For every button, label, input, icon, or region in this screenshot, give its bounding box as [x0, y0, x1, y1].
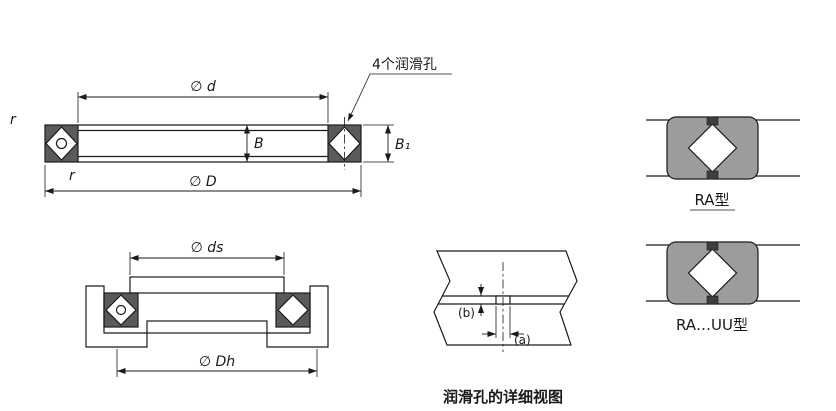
- mounted-section-view: ∅ ds ∅ Dh: [85, 240, 329, 377]
- right-roller-section: [275, 292, 311, 328]
- roller-circle: [55, 137, 68, 150]
- dim-housing-shoulder-Dh: ∅ Dh: [116, 349, 318, 377]
- dim-width-B1: B₁: [363, 124, 410, 163]
- right-roller-section: [327, 117, 362, 170]
- radius-r-bottom-label: r: [69, 168, 76, 184]
- lube-holes-callout: 4个润滑孔: [347, 56, 452, 122]
- crossed-roller-diamond: [105, 294, 137, 326]
- crossed-roller-diamond: [277, 294, 309, 326]
- dim-b: (b): [458, 284, 485, 320]
- mounting-plug-top: [706, 241, 719, 251]
- dim-Dh-label: ∅ Dh: [199, 354, 235, 370]
- dim-width-B: B: [243, 125, 264, 162]
- dim-b-label: (b): [458, 306, 475, 320]
- dim-d-label: ∅ d: [190, 79, 216, 95]
- mounting-plug-top: [706, 116, 719, 126]
- dim-ds-label: ∅ ds: [191, 240, 224, 256]
- lube-hole-detail-view: (b) (a) 润滑孔的详细视图: [433, 250, 578, 406]
- dim-inner-diameter: ∅ d: [77, 79, 329, 123]
- bearing-cross-section-view: ∅ d ∅ D B B₁ r r 4个润滑孔: [10, 56, 452, 197]
- mounting-plug-bottom: [706, 170, 719, 180]
- ra-type-label: RA型: [694, 191, 729, 209]
- dim-D-label: ∅ D: [189, 174, 217, 190]
- detail-view-caption: 润滑孔的详细视图: [443, 388, 563, 406]
- bottom-clamp-plate: [146, 320, 268, 334]
- ra-uu-type-symbol: RA…UU型: [646, 241, 800, 334]
- dim-B-label: B: [254, 136, 264, 152]
- lube-holes-callout-label: 4个润滑孔: [372, 56, 437, 73]
- dim-B1-label: B₁: [395, 137, 410, 153]
- roller-circle: [115, 304, 127, 316]
- ra-type-symbol: RA型: [646, 116, 800, 211]
- ra-uu-type-label: RA…UU型: [676, 316, 748, 334]
- broken-section-outline: [433, 250, 578, 346]
- dim-outer-diameter: ∅ D: [44, 165, 362, 197]
- radius-r-top-label: r: [10, 112, 17, 128]
- left-roller-section: [103, 292, 139, 328]
- callout-leader-arrow: [347, 73, 371, 122]
- shaft-clamp-plate: [129, 276, 285, 294]
- dim-a-label: (a): [514, 333, 531, 347]
- left-roller-section: [44, 124, 79, 163]
- dim-a: (a): [482, 306, 531, 347]
- crossed-roller-diamond: [45, 126, 78, 161]
- dim-shaft-shoulder-ds: ∅ ds: [129, 240, 285, 275]
- mounting-plug-bottom: [706, 295, 719, 305]
